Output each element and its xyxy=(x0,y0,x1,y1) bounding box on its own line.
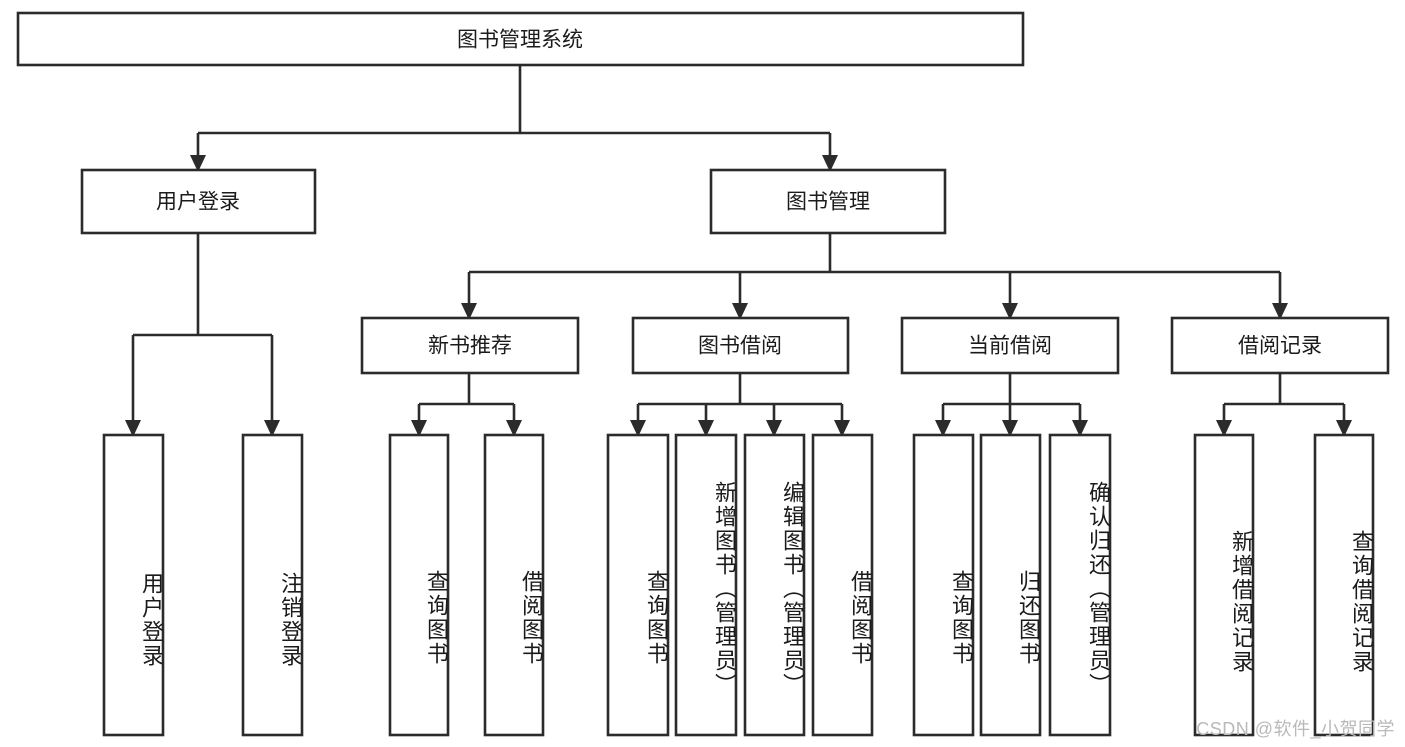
leaf-box-confirm-return-admin[interactable] xyxy=(1048,433,1112,737)
leaf-box-user-login[interactable] xyxy=(102,433,165,737)
node-book-management-box[interactable] xyxy=(709,168,947,235)
leaf-boxes-group xyxy=(102,433,1375,737)
arrow-records-leaf1-icon xyxy=(1216,420,1232,437)
node-book-borrow-box[interactable] xyxy=(631,316,850,375)
arrow-new-books-leaf1-icon xyxy=(411,420,427,437)
node-user-login[interactable]: 用户登录 xyxy=(80,168,317,235)
node-root[interactable]: 图书管理系统 xyxy=(16,11,1025,67)
connector-group-book-mgmt xyxy=(461,233,1288,320)
leaf-box-logout[interactable] xyxy=(241,433,304,737)
arrow-current-leaf3-icon xyxy=(1072,420,1088,437)
arrow-user-login-leaf1-icon xyxy=(125,420,141,437)
node-book-management[interactable]: 图书管理 xyxy=(709,168,947,235)
node-user-login-label: 用户登录 xyxy=(156,191,240,214)
arrow-current-leaf2-icon xyxy=(1002,420,1018,437)
leaf-box-edit-book-admin[interactable] xyxy=(743,433,806,737)
leaf-box-borrow-book[interactable] xyxy=(811,433,874,737)
arrow-borrow-leaf4-icon xyxy=(834,420,850,437)
node-borrow-records-label: 借阅记录 xyxy=(1238,335,1322,358)
node-book-management-label: 图书管理 xyxy=(786,191,870,214)
node-new-book-recommend-label: 新书推荐 xyxy=(428,335,512,358)
arrow-root-to-book-mgmt-icon xyxy=(822,155,838,172)
arrow-borrow-leaf3-icon xyxy=(766,420,782,437)
node-book-borrow-label: 图书借阅 xyxy=(698,335,782,358)
leaf-box-query-borrow-record[interactable] xyxy=(1313,433,1375,737)
arrow-book-mgmt-current-icon xyxy=(1002,303,1018,320)
node-current-borrow-box[interactable] xyxy=(900,316,1120,375)
node-borrow-records[interactable]: 借阅记录 xyxy=(1170,316,1390,375)
leaf-box-add-book-admin[interactable] xyxy=(674,433,738,737)
node-root-box[interactable] xyxy=(16,11,1025,67)
leaf-box-query-book-current[interactable] xyxy=(912,433,975,737)
node-borrow-records-box[interactable] xyxy=(1170,316,1390,375)
watermark-text: CSDN @软件_小贺同学 xyxy=(1196,719,1395,739)
arrow-root-to-user-login-icon xyxy=(190,155,206,172)
connector-group-root xyxy=(190,65,838,172)
leaf-box-borrow-book-new[interactable] xyxy=(483,433,545,737)
leaf-box-add-borrow-record[interactable] xyxy=(1193,433,1255,737)
node-current-borrow-label: 当前借阅 xyxy=(968,335,1052,358)
node-new-book-recommend[interactable]: 新书推荐 xyxy=(360,316,580,375)
connector-group-borrow xyxy=(630,373,850,437)
arrow-records-leaf2-icon xyxy=(1336,420,1352,437)
node-root-label: 图书管理系统 xyxy=(457,29,583,52)
connector-group-records xyxy=(1216,373,1352,437)
arrow-book-mgmt-new-books-icon xyxy=(461,303,477,320)
leaf-box-return-book[interactable] xyxy=(979,433,1042,737)
arrow-new-books-leaf2-icon xyxy=(506,420,522,437)
arrow-user-login-leaf2-icon xyxy=(264,420,280,437)
connector-group-new-books xyxy=(411,373,522,437)
leaf-box-query-book-borrow[interactable] xyxy=(606,433,670,737)
arrow-book-mgmt-borrow-icon xyxy=(732,303,748,320)
leaf-box-query-book-new[interactable] xyxy=(388,433,450,737)
connector-group-user-login xyxy=(125,233,280,437)
connector-group-current xyxy=(935,373,1088,437)
node-book-borrow[interactable]: 图书借阅 xyxy=(631,316,850,375)
arrow-current-leaf1-icon xyxy=(935,420,951,437)
node-new-book-recommend-box[interactable] xyxy=(360,316,580,375)
arrow-borrow-leaf1-icon xyxy=(630,420,646,437)
arrow-book-mgmt-records-icon xyxy=(1272,303,1288,320)
node-user-login-box[interactable] xyxy=(80,168,317,235)
node-current-borrow[interactable]: 当前借阅 xyxy=(900,316,1120,375)
arrow-borrow-leaf2-icon xyxy=(698,420,714,437)
